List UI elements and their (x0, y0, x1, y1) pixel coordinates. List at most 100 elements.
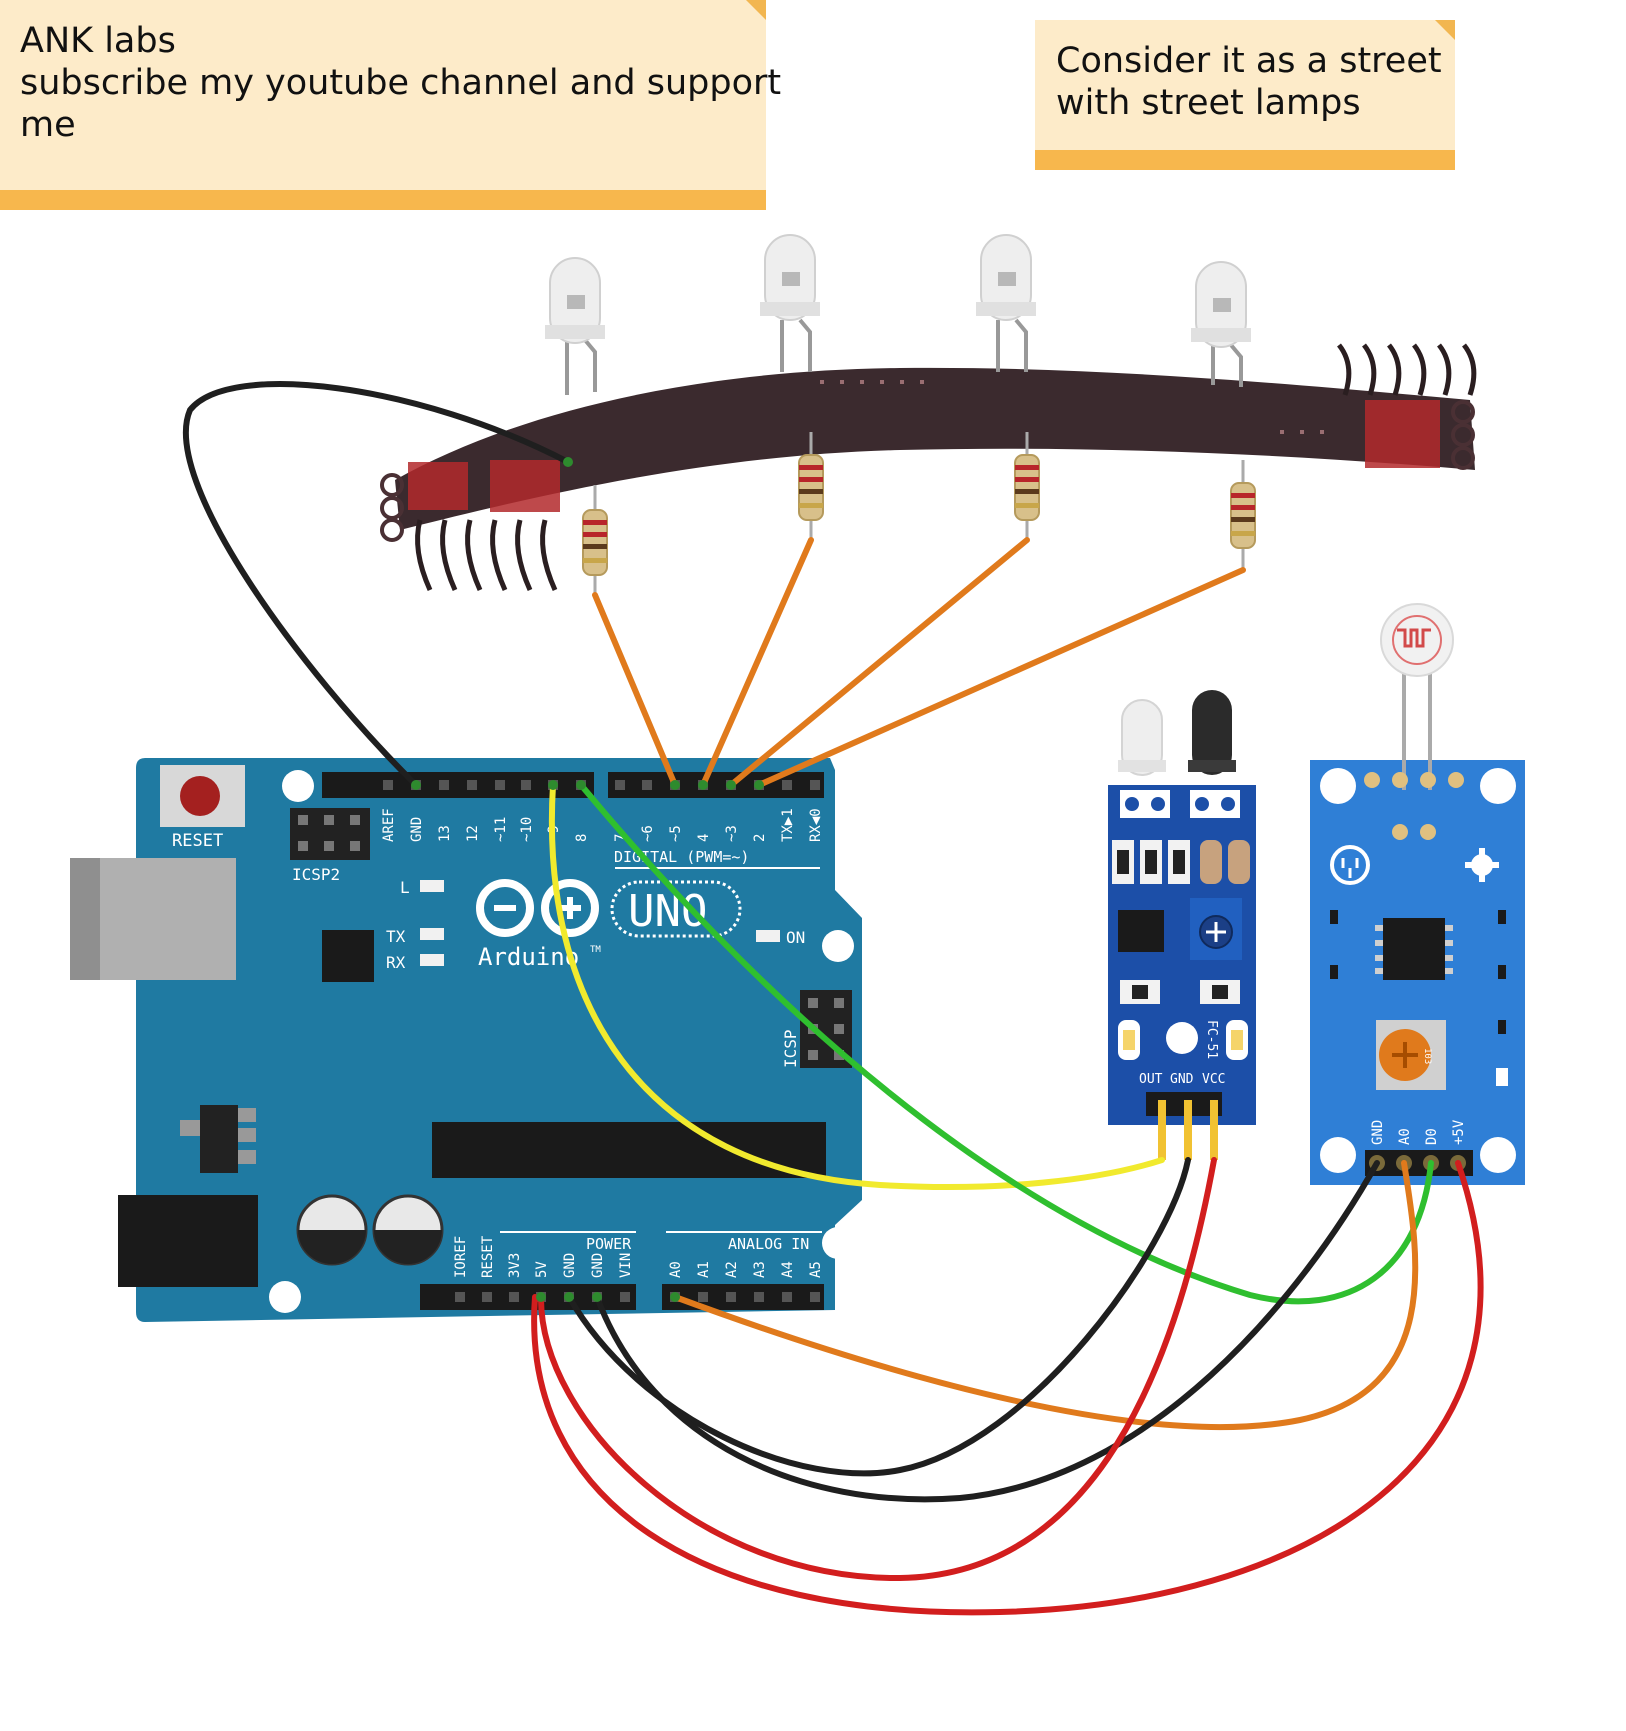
tx-label: TX (386, 927, 406, 946)
street-led-4 (1191, 261, 1251, 387)
l-label: L (400, 878, 410, 897)
note-corner-fold (746, 0, 766, 20)
bottom-pin-label: A1 (696, 1261, 712, 1278)
ldr-pin-a0-label: A0 (1397, 1128, 1413, 1145)
mounting-hole (269, 1281, 301, 1313)
top-pin-label: ~5 (668, 825, 684, 842)
header-pin-hole[interactable] (810, 1292, 820, 1302)
wires (182, 381, 1484, 1616)
wire-gnd-ldr[interactable] (594, 1160, 1380, 1503)
note-line-title: ANK labs (20, 21, 176, 61)
header-pin-hole[interactable] (698, 1292, 708, 1302)
top-pin-label: ~6 (640, 825, 656, 842)
rx-label: RX (386, 953, 406, 972)
ldr-pin-gnd-label: GND (1370, 1120, 1386, 1145)
bottom-pin-label: A3 (752, 1261, 768, 1278)
note-corner-fold (1435, 20, 1455, 40)
ir-obstacle-module: FC-51 OUT GND VCC (1108, 690, 1256, 1160)
power-label: POWER (586, 1235, 632, 1253)
mounting-hole (282, 770, 314, 802)
ir-pin-gnd[interactable] (1184, 1100, 1192, 1160)
breadboard-strip (380, 343, 1477, 592)
wire-5v-ldr[interactable] (531, 1160, 1484, 1616)
top-pin-label: AREF (381, 808, 397, 842)
ir-emitter-led (1121, 699, 1163, 776)
wire-gnd-to-strip[interactable] (182, 381, 571, 788)
ir-comparator-chip (1118, 910, 1164, 952)
header-pin-hole[interactable] (620, 1292, 630, 1302)
ir-pin-out[interactable] (1158, 1100, 1166, 1160)
header-pin-hole[interactable] (754, 1292, 764, 1302)
gear-icon (1465, 848, 1499, 882)
header-pin-hole[interactable] (521, 780, 531, 790)
top-pin-label: 7 (613, 834, 629, 842)
top-pin-label: 4 (696, 834, 712, 842)
header-pin-hole[interactable] (642, 780, 652, 790)
header-pin-hole[interactable] (439, 780, 449, 790)
mounting-hole (822, 1227, 854, 1259)
bottom-pin-label: 5V (534, 1261, 550, 1278)
reset-button-cap[interactable] (180, 776, 220, 816)
header-pin-hole[interactable] (495, 780, 505, 790)
wire-pin5-led1[interactable] (592, 592, 678, 788)
header-pin-hole[interactable] (509, 1292, 519, 1302)
led-rx (420, 954, 444, 966)
bottom-pin-label: RESET (480, 1235, 496, 1278)
ir-pin-gnd-label: GND (1170, 1072, 1194, 1087)
wire-pin9-ir-out[interactable] (549, 782, 1165, 1190)
wire-5v-ir[interactable] (537, 1157, 1217, 1582)
street-led-2 (760, 234, 820, 372)
wire-pin2-led4[interactable] (756, 567, 1246, 788)
bottom-pin-label: VIN (618, 1253, 634, 1278)
led-tx (420, 928, 444, 940)
led-on (756, 930, 780, 942)
bottom-pin-label: GND (590, 1253, 606, 1278)
ldr-pin-5v-label: +5V (1451, 1119, 1467, 1145)
note-bottom-bar (0, 190, 766, 210)
bottom-pin-label: A0 (668, 1261, 684, 1278)
fc51-label: FC-51 (1204, 1020, 1219, 1059)
header-pin-hole[interactable] (455, 1292, 465, 1302)
resistor-1 (582, 485, 608, 595)
header-analog (662, 1284, 824, 1310)
bottom-pin-label: A4 (780, 1261, 796, 1278)
dc-jack (118, 1195, 258, 1287)
ir-pin-vcc[interactable] (1210, 1100, 1218, 1160)
header-pin-hole[interactable] (467, 780, 477, 790)
wire-pin3-led3[interactable] (728, 537, 1030, 788)
header-pin-hole[interactable] (782, 1292, 792, 1302)
wire-a0-ldr-a0[interactable] (672, 1160, 1419, 1431)
resistor-4 (1230, 460, 1256, 570)
usb-chip (322, 930, 374, 982)
wire-pin4-led2[interactable] (700, 537, 814, 788)
top-pin-label: 13 (437, 825, 453, 842)
note-bottom-bar (1035, 150, 1455, 170)
header-pin-hole[interactable] (726, 1292, 736, 1302)
bottom-pin-label: A5 (808, 1261, 824, 1278)
top-pin-label: ~11 (493, 817, 509, 842)
header-pin-hole[interactable] (810, 780, 820, 790)
street-led-3 (976, 234, 1036, 372)
top-pin-label: GND (409, 817, 425, 842)
header-pin-hole[interactable] (782, 780, 792, 790)
resistor-3 (1014, 432, 1040, 540)
icsp2-label: ICSP2 (292, 865, 340, 884)
header-pin-hole[interactable] (383, 780, 393, 790)
ir-pin-vcc-label: VCC (1202, 1072, 1225, 1087)
bottom-pin-label: 3V3 (507, 1253, 523, 1278)
header-pin-hole[interactable] (482, 1292, 492, 1302)
top-pin-label: RX◀0 (808, 808, 824, 842)
arduino-brand-label: Arduino (478, 943, 579, 971)
note-line-street-2: with street lamps (1056, 83, 1361, 123)
mounting-hole (822, 930, 854, 962)
bottom-pin-label: IOREF (453, 1236, 469, 1278)
atmega-chip (432, 1122, 826, 1178)
header-pin-hole[interactable] (615, 780, 625, 790)
led-l (420, 880, 444, 892)
icsp-header (800, 990, 852, 1068)
pot-value-label: 103 (1422, 1048, 1432, 1064)
ir-receiver-led (1192, 690, 1232, 775)
top-pin-label: 2 (752, 834, 768, 842)
wire-pin8-ldr-d0[interactable] (578, 782, 1434, 1305)
